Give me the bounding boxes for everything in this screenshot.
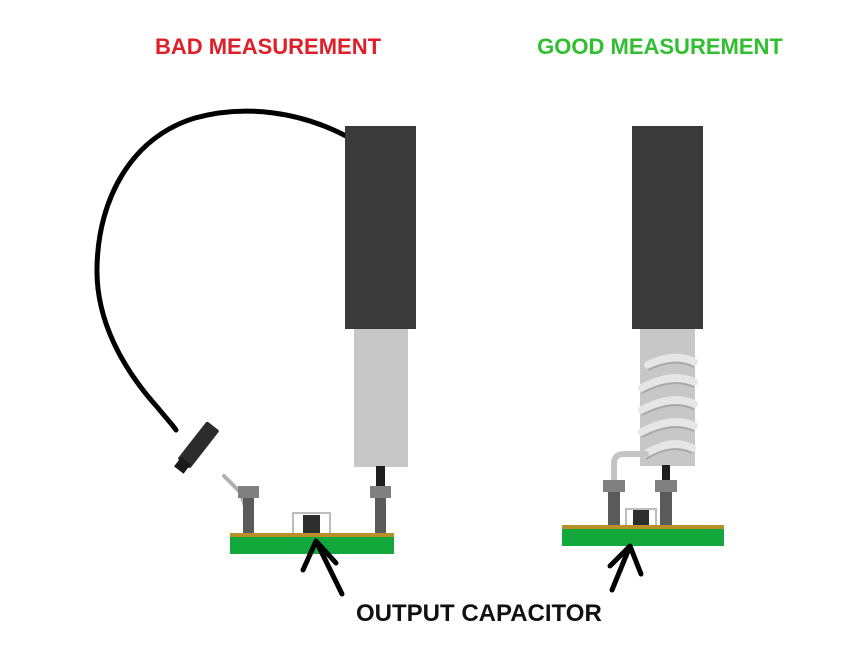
arrow-up-icon [607, 543, 644, 593]
ground-clip-icon [174, 421, 219, 474]
probe-body [632, 126, 703, 329]
probe-tip [376, 466, 385, 488]
output-capacitor-icon [292, 512, 331, 535]
output-capacitor-label: OUTPUT CAPACITOR [356, 600, 602, 627]
pcb-copper-layer [562, 525, 724, 529]
good-measurement-title: GOOD MEASUREMENT [537, 34, 783, 59]
header-pin-left [603, 480, 625, 528]
pcb-copper-layer [230, 533, 394, 537]
good-measurement-setup [562, 126, 724, 546]
output-capacitor-icon [625, 508, 657, 529]
header-pin-left [238, 486, 259, 536]
bad-measurement-title: BAD MEASUREMENT [155, 34, 382, 59]
probe-tip [662, 465, 670, 487]
ground-spring-shadow [641, 361, 695, 460]
pcb-board [562, 529, 724, 546]
arrow-up-icon [300, 538, 345, 597]
probe-tip-sleeve [354, 329, 408, 467]
ground-lead-wire [94, 108, 349, 433]
ground-spring-icon [638, 353, 698, 458]
bad-measurement-setup [94, 108, 416, 554]
ground-spring-lead [611, 451, 649, 483]
header-pin-right [370, 486, 391, 536]
probe-body [345, 126, 416, 329]
header-pin-right [655, 480, 677, 528]
